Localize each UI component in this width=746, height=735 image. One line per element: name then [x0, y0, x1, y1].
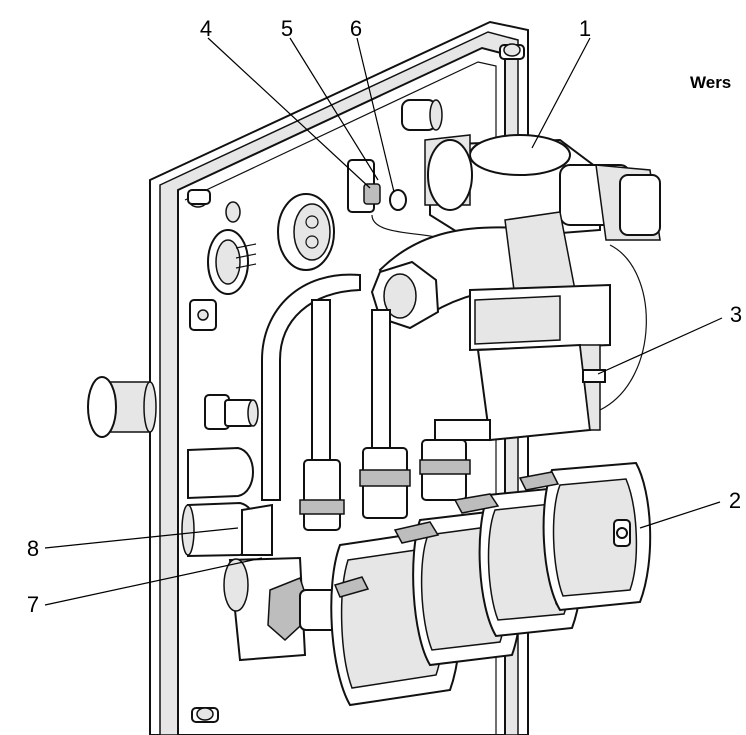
bulkhead-fittings: [204, 394, 471, 531]
tee-fitting: [223, 556, 351, 662]
callout-labels: 1 2 3 4 5 6 7 8: [27, 16, 742, 617]
screw-bottom-left: [191, 707, 219, 723]
callout-7: 7: [27, 592, 39, 617]
leader-2: [639, 501, 721, 529]
leader-4: [207, 37, 371, 189]
leader-5: [289, 37, 379, 181]
leader-lines: [44, 37, 723, 606]
callout-1: 1: [579, 16, 591, 41]
socket-hinges: [333, 471, 560, 598]
callout-8: 8: [27, 536, 39, 561]
callout-3: 3: [730, 302, 742, 327]
filter-housing: [277, 193, 335, 271]
screw-top-left: [187, 189, 211, 208]
screw-top-right: [499, 43, 525, 60]
round-connector: [207, 229, 257, 295]
solenoid-block: [469, 244, 647, 442]
leader-1: [531, 37, 591, 149]
top-cylinder: [401, 99, 443, 131]
elbow-pipe: [370, 211, 576, 330]
diagram-title: Wers: [690, 73, 731, 92]
side-knob: [87, 376, 157, 438]
cylinders: [181, 446, 273, 558]
leader-6: [356, 37, 395, 193]
leader-3: [597, 317, 723, 375]
callout-2: 2: [729, 488, 741, 513]
leader-8: [44, 527, 239, 549]
mount-tab: [189, 299, 217, 331]
callout-6: 6: [350, 16, 362, 41]
tubes: [261, 273, 491, 501]
socket-4: [542, 461, 652, 612]
callout-4: 4: [200, 16, 212, 41]
main-valve: [424, 134, 661, 242]
leader-7: [44, 557, 263, 606]
callout-5: 5: [281, 16, 293, 41]
